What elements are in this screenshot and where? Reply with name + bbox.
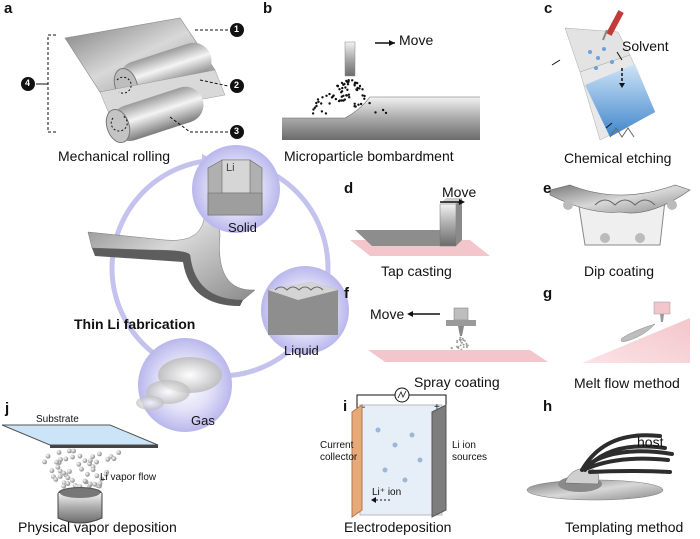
caption-templating-method: Templating method <box>565 519 684 535</box>
panel-a-letter: a <box>4 0 13 17</box>
panel-e-letter: e <box>543 180 552 197</box>
panel-a-illustration <box>21 17 244 144</box>
panel-c-illustration <box>551 10 656 141</box>
label-li-ion-sources-line-1: Li ion <box>452 440 476 451</box>
caption-dip-coating: Dip coating <box>584 263 655 279</box>
label-current-line-2: collector <box>320 452 358 463</box>
state-solid-label: Solid <box>228 220 257 235</box>
caption-mechanical-rolling: Mechanical rolling <box>58 148 171 164</box>
panel-j-letter: j <box>5 400 10 417</box>
label-li-ion: Li⁺ ion <box>372 487 402 498</box>
marker-2: 2 <box>234 80 240 90</box>
label-host: host <box>637 434 664 450</box>
center-title: Thin Li fabrication <box>74 316 196 332</box>
caption-physical-vapor-deposition: Physical vapor deposition <box>18 519 177 535</box>
caption-melt-flow-method: Melt flow method <box>574 375 680 391</box>
panel-e-illustration <box>549 184 691 246</box>
electrode-minus: - <box>362 402 366 413</box>
label-substrate: Substrate <box>36 414 79 425</box>
panel-b-illustration <box>282 40 480 140</box>
panel-j-illustration <box>1 424 159 524</box>
electrode-plus: + <box>434 402 440 413</box>
cube-li-symbol: Li <box>226 162 235 174</box>
panel-f-illustration <box>368 307 548 362</box>
label-move-d: Move <box>442 184 477 200</box>
label-current-line-1: Current <box>320 440 354 451</box>
caption-spray-coating: Spray coating <box>414 374 500 390</box>
caption-electrodeposition: Electrodeposition <box>344 519 452 535</box>
panel-g-letter: g <box>543 285 553 302</box>
label-li-vapor-flow: Li vapor flow <box>100 472 157 483</box>
caption-chemical-etching: Chemical etching <box>564 150 672 166</box>
panel-i-letter: i <box>343 398 348 415</box>
label-move-b: Move <box>399 32 434 48</box>
panel-f-letter: f <box>344 285 349 302</box>
panel-d-illustration <box>350 198 490 256</box>
panel-h-letter: h <box>543 398 553 415</box>
state-liquid-label: Liquid <box>284 343 319 358</box>
solid-state-circle <box>192 145 280 233</box>
label-li-ion-sources-line-2: sources <box>452 452 488 463</box>
label-solvent: Solvent <box>622 38 669 54</box>
state-gas-label: Gas <box>191 413 215 428</box>
marker-3: 3 <box>234 126 240 136</box>
panel-d-letter: d <box>344 180 354 197</box>
panel-g-illustration <box>582 301 690 363</box>
caption-tap-casting: Tap casting <box>381 263 452 279</box>
panel-i-illustration <box>351 387 447 518</box>
caption-microparticle-bombardment: Microparticle bombardment <box>284 148 454 164</box>
marker-1: 1 <box>234 24 240 34</box>
label-move-f: Move <box>370 306 405 322</box>
gas-state-circle <box>136 338 232 432</box>
panel-b-letter: b <box>263 0 273 17</box>
panel-h-illustration <box>526 433 674 501</box>
marker-4: 4 <box>25 78 31 88</box>
liquid-state-circle <box>261 266 349 354</box>
panel-c-letter: c <box>544 0 553 17</box>
